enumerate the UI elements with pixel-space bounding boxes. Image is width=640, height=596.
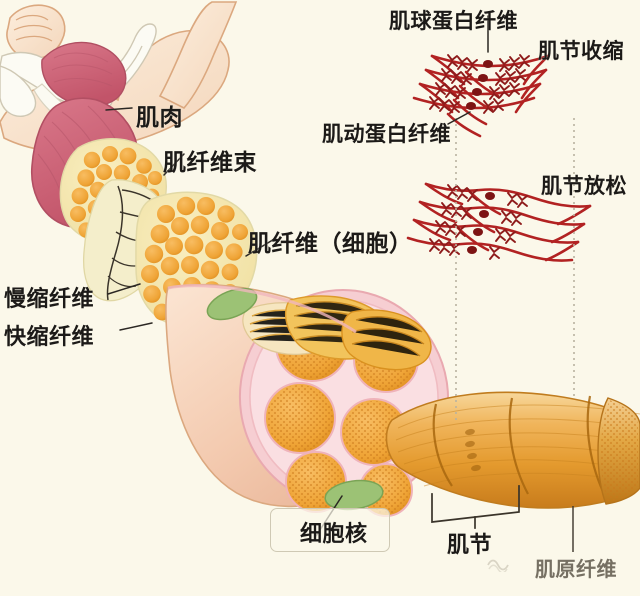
sarcomere-contracted-diagram	[412, 54, 550, 138]
dashed-guides	[455, 118, 575, 420]
label-sarcomere-contracted: 肌节收缩	[538, 39, 624, 63]
nucleus-label-box	[270, 508, 390, 552]
label-fast-twitch-fiber: 快缩纤维	[4, 325, 95, 350]
label-muscle-fiber: 肌纤维（细胞）	[248, 231, 413, 257]
leader-fast	[119, 322, 153, 331]
sarcomere-bracket	[431, 485, 520, 529]
label-sarcomere-relaxed: 肌节放松	[541, 174, 627, 198]
watermark-logo-icon	[487, 559, 509, 572]
muscle-fiber-cutaway	[165, 283, 450, 517]
leader-fiber	[245, 237, 277, 257]
label-actin-filament: 肌动蛋白纤维	[322, 122, 451, 146]
leader-fascicle	[163, 153, 185, 176]
label-slow-twitch-fiber: 慢缩纤维	[4, 287, 95, 312]
leader-slow	[107, 283, 141, 295]
label-myofibril: 肌原纤维	[535, 557, 617, 581]
label-nucleus: 细胞核	[300, 522, 368, 547]
label-fascicle: 肌纤维束	[163, 150, 257, 176]
sarcomere-relaxed-diagram	[406, 182, 592, 262]
leader-actin	[447, 111, 471, 125]
label-myosin-filament: 肌球蛋白纤维	[389, 9, 518, 33]
myofibril-cylinder	[385, 391, 640, 509]
label-muscle: 肌肉	[136, 105, 183, 131]
label-sarcomere: 肌节	[447, 533, 493, 558]
leader-muscle	[105, 107, 133, 111]
nucleus-upper	[206, 287, 258, 321]
